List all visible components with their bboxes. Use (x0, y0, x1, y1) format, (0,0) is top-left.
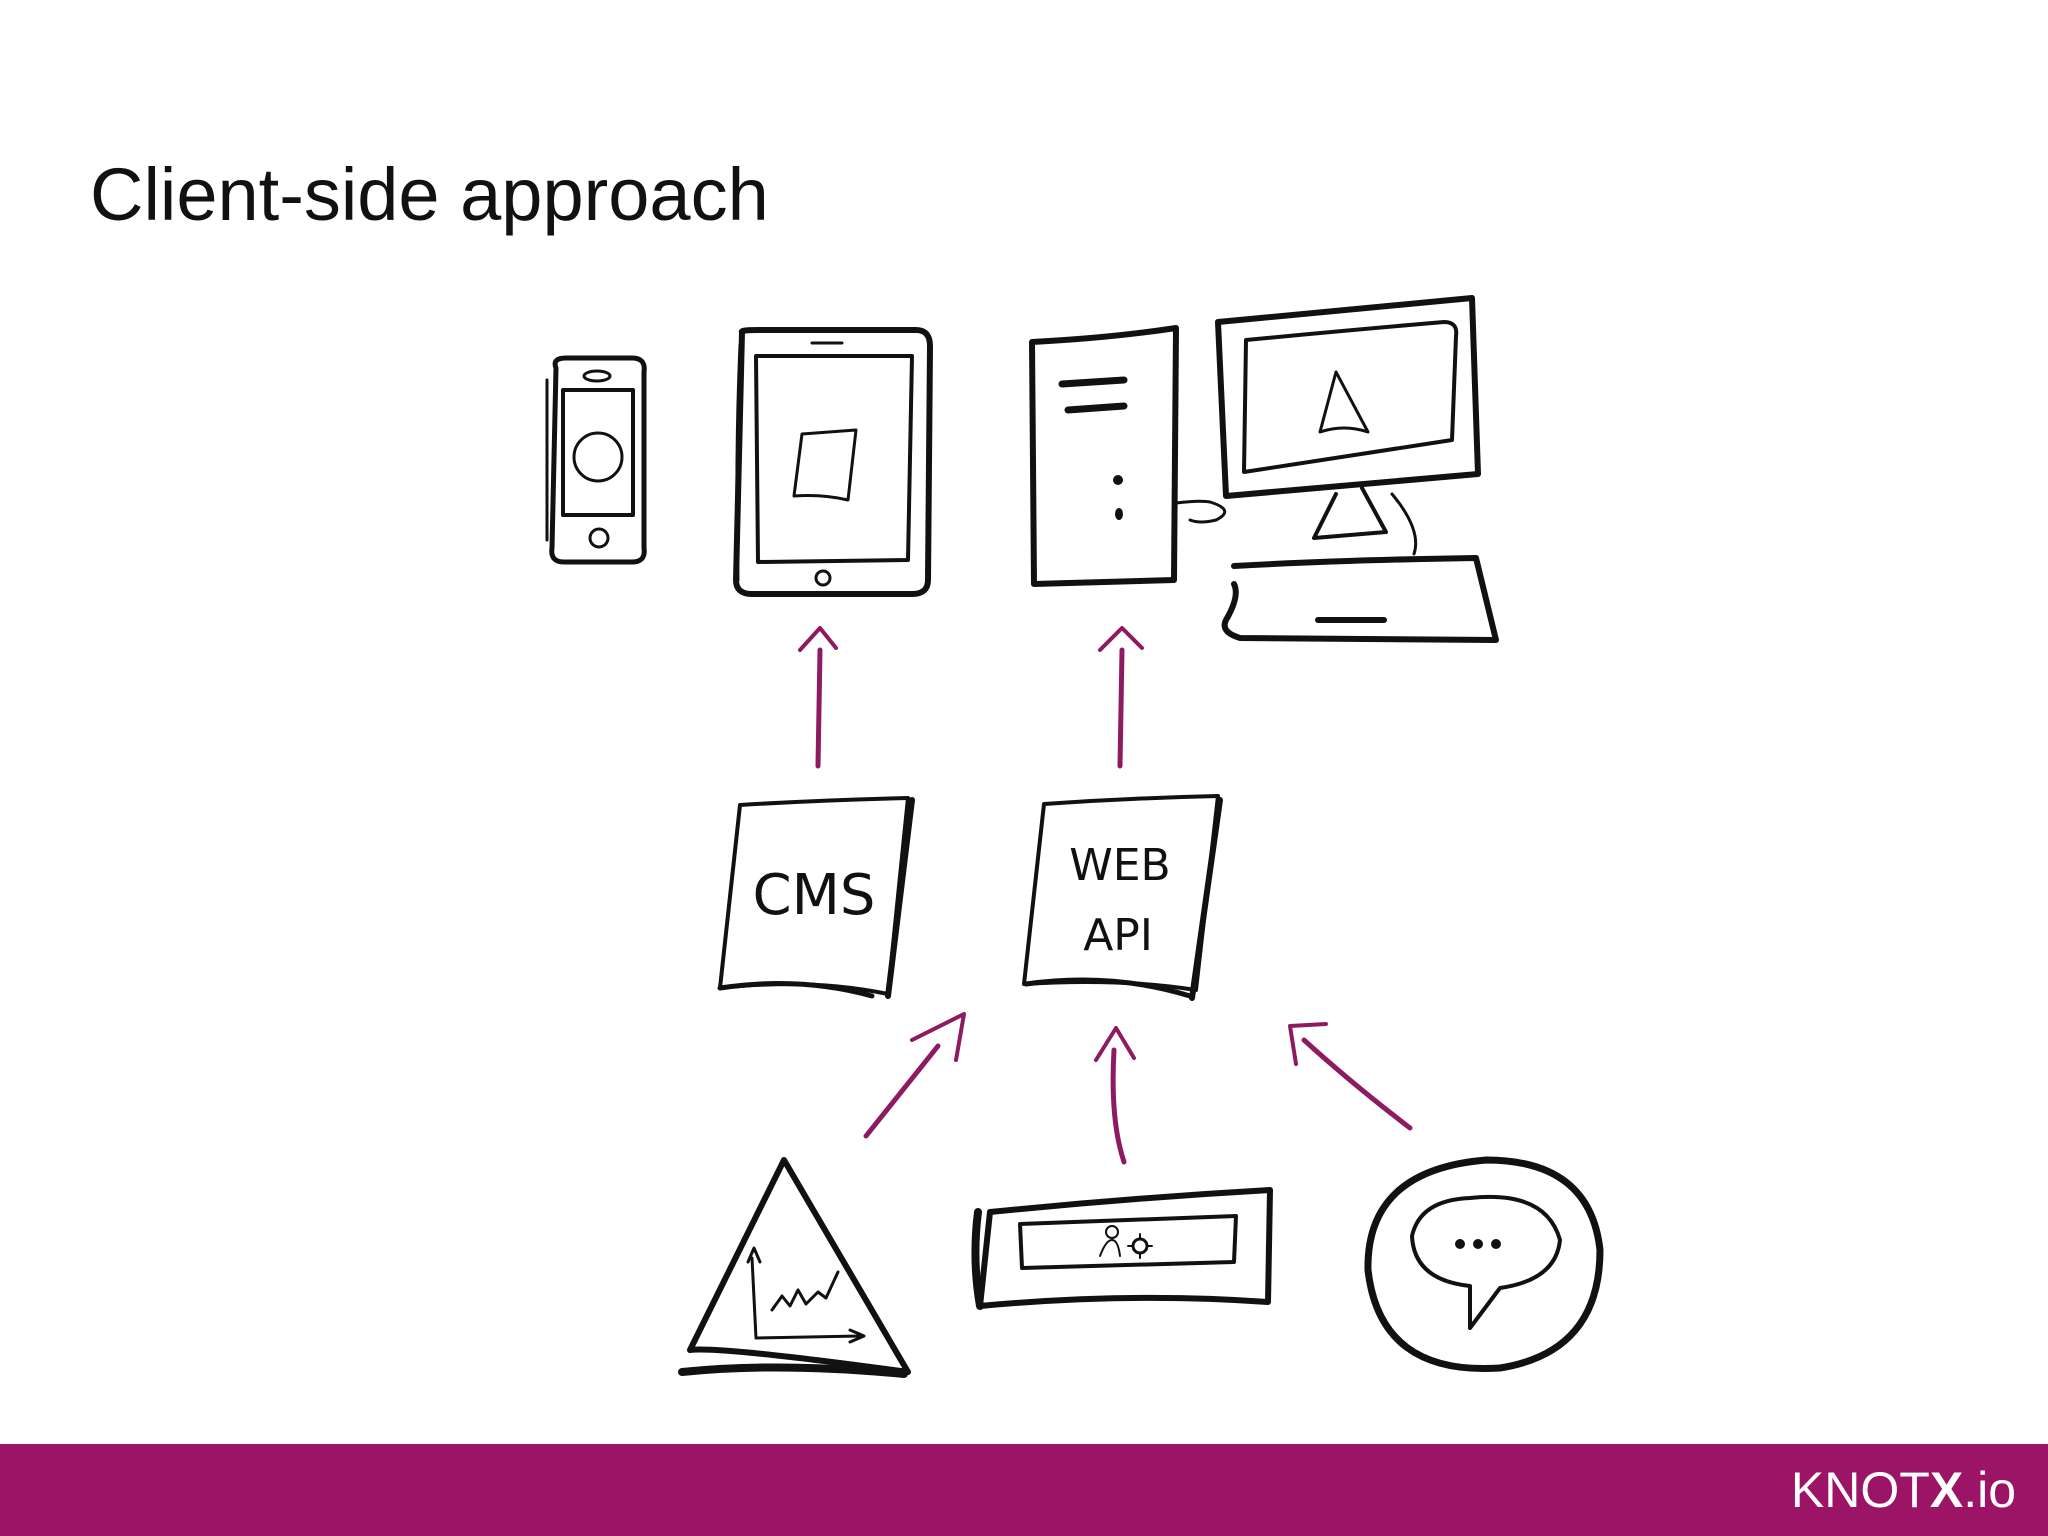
desktop-tower-icon (1029, 325, 1227, 587)
arrow-settings-to-webapi (1094, 1026, 1136, 1165)
logo-suffix: .io (1963, 1462, 2016, 1518)
knotx-logo[interactable]: KNOTX.io (1791, 1460, 2016, 1520)
keyboard-icon (1221, 555, 1499, 643)
web-api-label-line2: API (1083, 910, 1153, 961)
phone-icon (545, 355, 647, 565)
footer-bar: KNOTX.io (0, 1444, 2048, 1536)
slide-title: Client-side approach (90, 153, 769, 236)
user-settings-icon (971, 1187, 1273, 1310)
logo-bold: X (1929, 1462, 1964, 1518)
analytics-icon (678, 1157, 911, 1378)
arrow-webapi-to-desktop (1098, 626, 1144, 769)
logo-prefix: KNOT (1790, 1462, 1930, 1518)
tablet-icon (733, 327, 933, 597)
cms-box: CMS (717, 796, 915, 999)
arrow-chat-to-webapi (1288, 1022, 1413, 1131)
client-side-diagram: CMS WEB API (545, 295, 1604, 1378)
arrow-analytics-to-webapi (863, 1012, 966, 1139)
arrow-cms-to-tablet (798, 626, 838, 769)
cms-label: CMS (753, 863, 876, 928)
web-api-box: WEB API (1022, 794, 1223, 1001)
web-api-label-line1: WEB (1069, 840, 1171, 891)
monitor-icon (1215, 295, 1481, 556)
chat-icon (1364, 1156, 1604, 1373)
